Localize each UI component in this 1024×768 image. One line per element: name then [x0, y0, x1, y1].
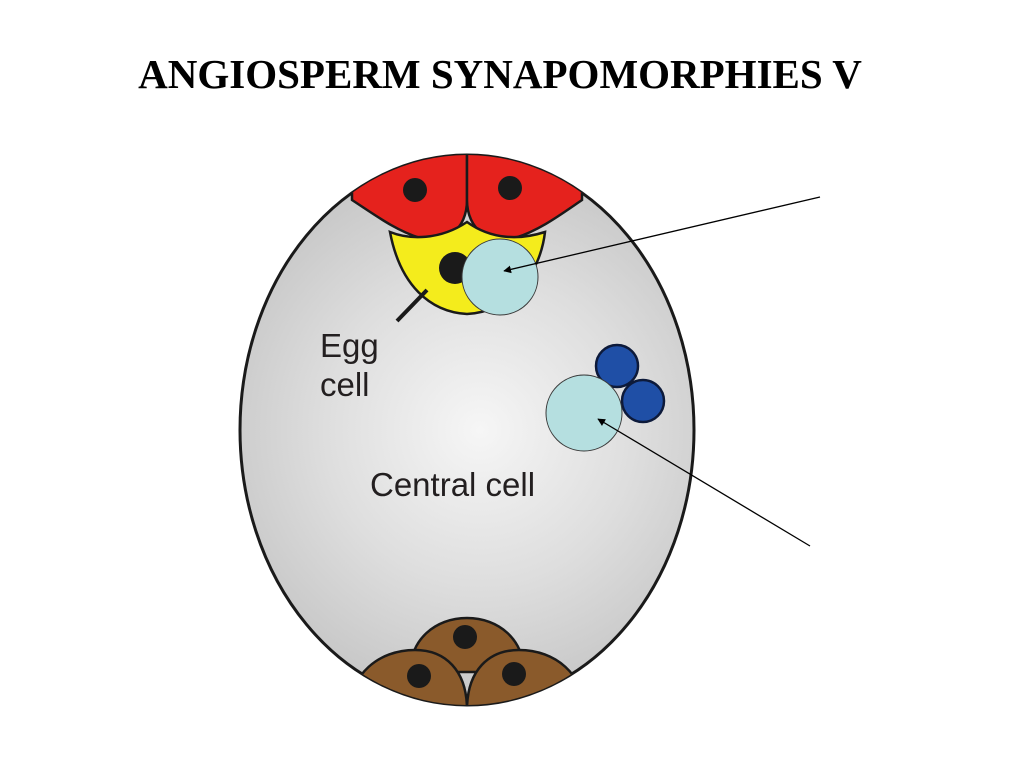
egg-label-line1: Egg: [320, 327, 379, 364]
synergid-right-nucleus: [498, 176, 522, 200]
synergid-left-nucleus: [403, 178, 427, 202]
polar-nucleus-upper: [594, 343, 640, 389]
central-cell-label: Central cell: [370, 466, 535, 503]
polar-nucleus-lower: [620, 378, 666, 424]
antipodal-left-nucleus: [407, 664, 431, 688]
antipodal-top-nucleus: [453, 625, 477, 649]
arrow-to-central-cell: [597, 418, 811, 547]
slide-title: ANGIOSPERM SYNAPOMORPHIES V: [138, 51, 862, 97]
egg-label-line2: cell: [320, 366, 370, 403]
sperm-marker-central: [545, 374, 623, 452]
egg-label-pointer: [395, 288, 429, 323]
arrow-to-egg: [503, 196, 821, 274]
sperm-marker-egg: [461, 238, 539, 316]
antipodal-right-nucleus: [502, 662, 526, 686]
